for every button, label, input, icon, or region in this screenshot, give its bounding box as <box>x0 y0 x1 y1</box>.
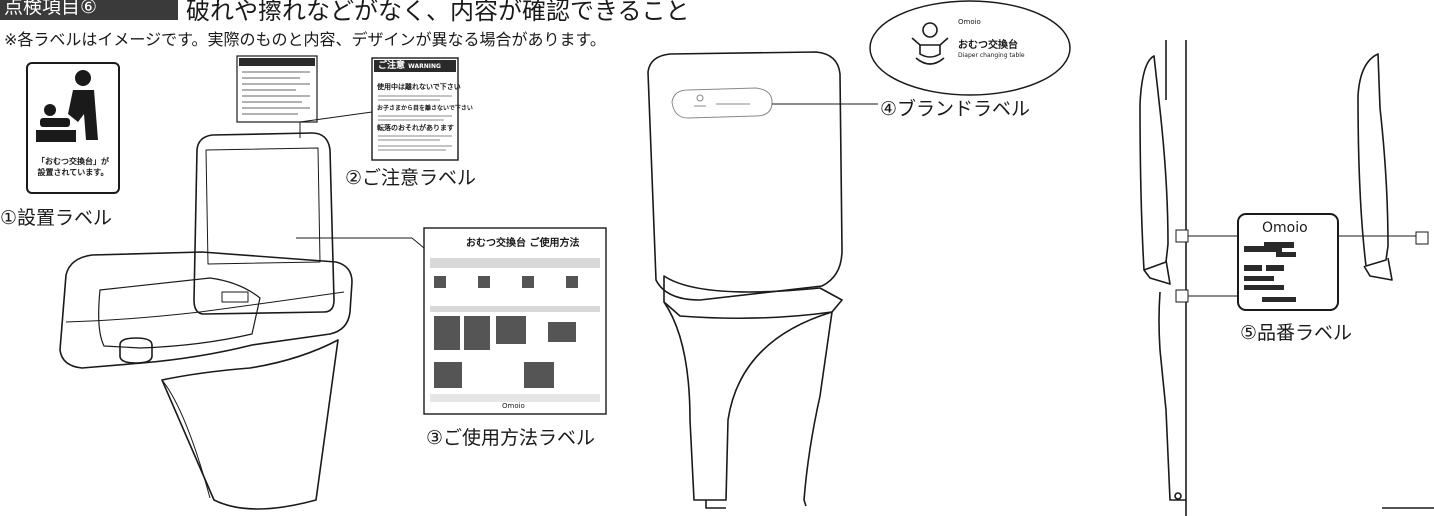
center-brand-mark <box>671 87 773 119</box>
center-unit-pedestal <box>663 301 833 507</box>
left-unit-back-panel <box>193 132 335 315</box>
brand-title: おむつ交換台 <box>958 40 1018 51</box>
caption-brand-label: ④ブランドラベル <box>880 98 1031 120</box>
caution-card-line2: お子さまから目を離さないで下さい <box>377 105 473 112</box>
caption-product-number-label: ⑤品番ラベル <box>1240 322 1353 344</box>
diaper-change-pictogram-icon <box>36 70 98 142</box>
inspection-item-heading: 破れや擦れなどがなく、内容が確認できること <box>186 0 690 25</box>
caption-caution-label: ②ご注意ラベル <box>345 167 477 189</box>
caption-install-label: ①設置ラベル <box>0 207 113 229</box>
left-unit-tray <box>59 251 353 369</box>
product-number-label <box>1237 213 1339 311</box>
caption-usage-label: ③ご使用方法ラベル <box>426 427 596 449</box>
caution-card-line1: 使用中は離れないで下さい <box>377 83 461 91</box>
center-unit-cover <box>647 51 843 301</box>
caution-card-line3: 転落のおそれがあります <box>377 124 454 132</box>
caution-card-header: ご注意 <box>378 61 406 71</box>
brand-subtitle: Diaper changing table <box>958 52 1025 59</box>
usage-card <box>423 227 607 415</box>
install-sign-line2: 設置されています。 <box>37 168 109 177</box>
left-unit-pedestal <box>161 339 339 510</box>
small-caution-card <box>236 55 318 123</box>
brand-oval <box>869 0 1071 96</box>
caution-card <box>371 57 459 161</box>
inspection-item-badge: 点検項目⑥ <box>0 0 178 20</box>
install-sign: 「おむつ交換台」が 設置されています。 <box>26 62 120 194</box>
caution-card-header-en: WARNING <box>408 63 441 70</box>
image-note: ※各ラベルはイメージです。実際のものと内容、デザインが異なる場合があります。 <box>4 30 606 49</box>
side-view-unit <box>1139 40 1434 516</box>
brand-logo: Omoio <box>958 18 981 26</box>
product-label-logo: Omoio <box>1262 220 1308 236</box>
usage-card-logo: Omoio <box>502 402 525 410</box>
usage-card-title: おむつ交換台 ご使用方法 <box>466 238 580 249</box>
install-sign-line1: 「おむつ交換台」が <box>37 157 109 166</box>
